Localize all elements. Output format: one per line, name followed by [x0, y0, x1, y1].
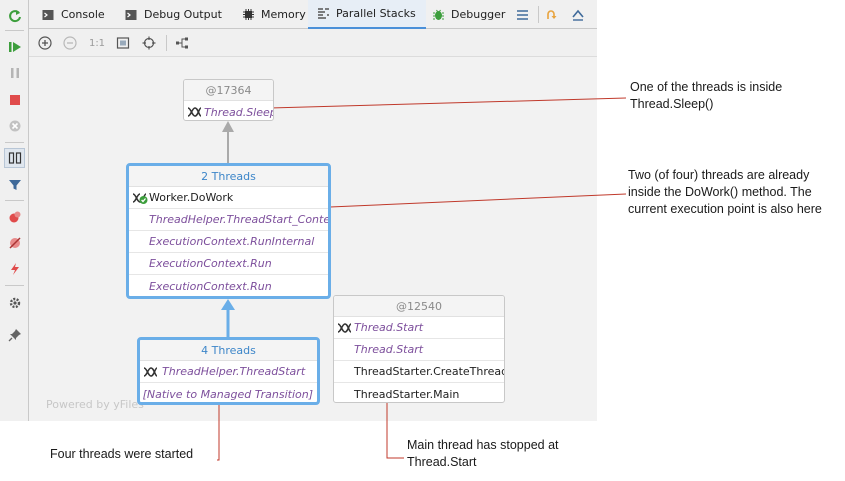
stack-frame-label: ExecutionContext.Run [149, 279, 272, 293]
restart-icon[interactable] [4, 6, 25, 26]
annotation-line: Main thread has stopped at [407, 438, 559, 452]
leader-dowork-note [329, 193, 627, 208]
stack-frame-current[interactable]: Worker.DoWork [129, 187, 328, 209]
annotation-line: Thread.Start [407, 455, 477, 469]
leader-started-note [217, 404, 220, 461]
annotation-line: Thread.Sleep() [630, 97, 714, 111]
tab-debug-output[interactable]: Debug Output [124, 0, 222, 29]
debug-side-toolbar [0, 0, 29, 421]
stack-frame-label: ExecutionContext.RunInternal [149, 235, 315, 248]
debug-output-icon [124, 8, 138, 22]
zoom-in-icon[interactable] [35, 33, 55, 53]
sleeping-thread-icon [143, 365, 158, 379]
tab-console[interactable]: Console [41, 0, 105, 29]
stack-frame-label: Thread.Sleep [204, 105, 274, 119]
stack-frame[interactable]: Thread.Start [334, 317, 504, 339]
center-current-icon[interactable] [139, 33, 159, 53]
tab-parallel-stacks-label: Parallel Stacks [336, 7, 416, 20]
stack-frame[interactable]: ThreadStarter.CreateThreads [334, 361, 504, 383]
stack-frame[interactable]: ExecutionContext.RunInternal [129, 231, 328, 253]
step-over-button[interactable] [545, 0, 559, 29]
tab-memory-label: Memory [261, 8, 306, 21]
stack-frame-label: ThreadStarter.CreateThreads [354, 365, 505, 378]
hamburger-menu-icon [515, 8, 529, 22]
stack-node-header: 4 Threads [140, 340, 317, 361]
stack-frame-label: ThreadStarter.Main [354, 387, 460, 401]
step-out-icon [571, 8, 585, 22]
stack-frame[interactable]: ThreadHelper.ThreadStart_Context [129, 209, 328, 231]
stack-frame-label: ThreadHelper.ThreadStart [162, 365, 306, 378]
tab-debugger-label: Debugger [451, 8, 506, 21]
stack-node-main[interactable]: @12540 Thread.Start Thread.Start ThreadS… [333, 295, 505, 403]
pause-icon[interactable] [4, 63, 25, 83]
stack-frame-label: Worker.DoWork [149, 191, 234, 204]
stack-frame-label: ThreadHelper.ThreadStart_Context [149, 213, 331, 226]
diagram-toolbar: 1:1 [29, 29, 597, 57]
leader-main-note [386, 402, 404, 459]
leader-sleep-note [269, 97, 627, 109]
annotation-dowork: Two (of four) threads are already inside… [628, 167, 822, 218]
annotation-line: Two (of four) threads are already [628, 168, 810, 182]
memory-icon [241, 8, 255, 22]
pin-icon[interactable] [4, 325, 25, 345]
edge-worker-to-sleep-arrowhead [222, 121, 234, 132]
detach-icon[interactable] [4, 116, 25, 136]
stack-node-sleep[interactable]: @17364 Thread.Sleep [183, 79, 274, 121]
sleeping-thread-icon [187, 105, 202, 119]
exception-icon[interactable] [4, 259, 25, 279]
filter-icon[interactable] [4, 175, 25, 195]
tab-console-label: Console [61, 8, 105, 21]
stack-node-thread-start[interactable]: 4 Threads ThreadHelper.ThreadStart [Nati… [137, 337, 320, 405]
stop-icon[interactable] [4, 90, 25, 110]
tab-debugger[interactable]: Debugger [431, 0, 505, 29]
stack-frame-label: Thread.Start [354, 321, 424, 334]
tab-memory[interactable]: Memory [241, 0, 306, 29]
stack-node-header: @17364 [184, 80, 273, 101]
mute-breakpoints-icon[interactable] [4, 233, 25, 253]
stack-frame-label: ExecutionContext.Run [149, 257, 272, 270]
stack-frame[interactable]: ThreadHelper.ThreadStart [140, 361, 317, 383]
annotation-line: One of the threads is inside [630, 80, 783, 94]
fit-content-icon[interactable] [113, 33, 133, 53]
stack-frame[interactable]: Thread.Start [334, 339, 504, 361]
console-icon [41, 8, 55, 22]
tabs-menu-button[interactable] [515, 0, 529, 29]
annotation-line: inside the DoWork() method. The [628, 185, 812, 199]
annotation-line: current execution point is also here [628, 202, 822, 216]
stack-frame[interactable]: ThreadStarter.Main [334, 383, 504, 402]
stack-frame-label: [Native to Managed Transition] [142, 387, 313, 401]
annotation-main-thread: Main thread has stopped at Thread.Start [407, 437, 559, 471]
sleeping-thread-icon [337, 321, 352, 335]
tool-window-tab-bar: Console Debug Output Memory Parallel Sta… [29, 0, 597, 29]
stack-frame[interactable]: ExecutionContext.Run [129, 275, 328, 296]
resume-icon[interactable] [4, 37, 25, 57]
parallel-stacks-icon [316, 7, 330, 21]
stack-node-header: @12540 [334, 296, 504, 317]
zoom-out-icon[interactable] [60, 33, 80, 53]
layout-icon[interactable] [4, 148, 25, 168]
current-execution-point-icon [132, 191, 148, 205]
annotation-line: Four threads were started [50, 447, 194, 461]
stack-frame[interactable]: ExecutionContext.Run [129, 253, 328, 275]
settings-gear-icon[interactable] [4, 293, 25, 313]
stack-node-worker[interactable]: 2 Threads Worker.DoWork ThreadHelper.Thr… [126, 163, 331, 299]
tab-parallel-stacks[interactable]: Parallel Stacks [308, 0, 426, 29]
layout-tree-icon[interactable] [172, 33, 192, 53]
annotation-threads-started: Four threads were started [50, 446, 193, 463]
actual-size-button[interactable]: 1:1 [88, 37, 106, 49]
stack-node-header: 2 Threads [129, 166, 328, 187]
stack-frame[interactable]: [Native to Managed Transition] [140, 383, 317, 402]
stack-frame-label: Thread.Start [354, 343, 424, 356]
step-over-icon [545, 8, 559, 22]
tab-debug-output-label: Debug Output [144, 8, 222, 21]
step-out-button[interactable] [571, 0, 585, 29]
bug-icon [431, 8, 445, 22]
powered-by-watermark: Powered by yFiles [46, 398, 144, 411]
breakpoints-icon[interactable] [4, 207, 25, 227]
edge-start-to-worker-arrowhead [221, 299, 235, 310]
annotation-sleep: One of the threads is inside Thread.Slee… [630, 79, 782, 113]
stack-frame[interactable]: Thread.Sleep [184, 101, 274, 120]
